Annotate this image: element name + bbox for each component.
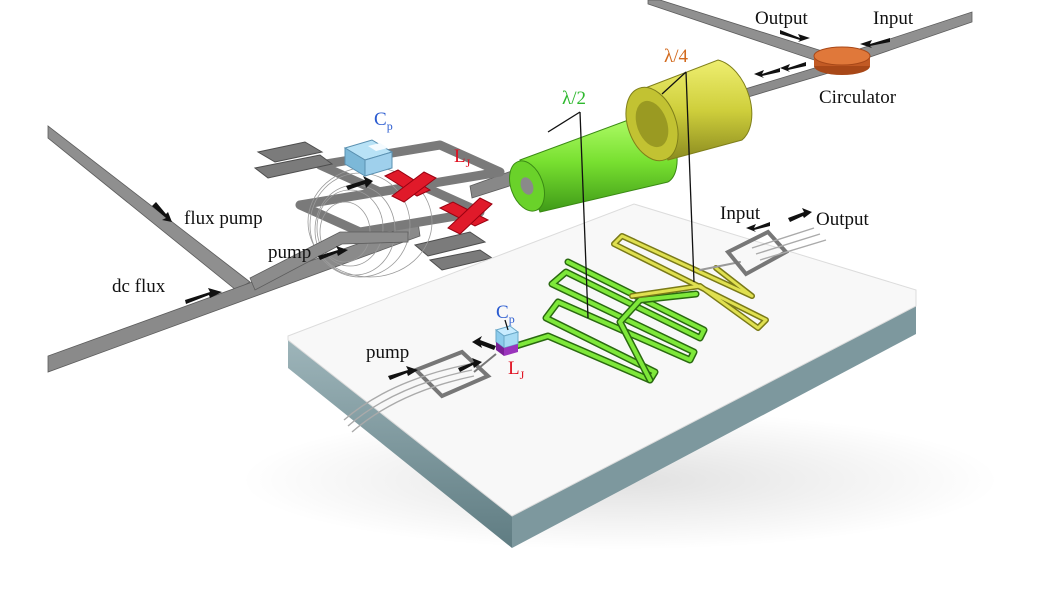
arrow-icon [152, 202, 172, 222]
arrow-icon [788, 208, 812, 222]
arrow-icon [472, 336, 496, 350]
pump-label-left: pump [268, 242, 311, 263]
josephson-junction-icon [383, 169, 493, 235]
lambda-quarter-cylinder [625, 59, 753, 162]
circulator-icon [813, 46, 871, 75]
cp-label-chip: Cp [496, 302, 515, 326]
arrow-icon [346, 176, 373, 190]
arrow-icon [318, 246, 348, 260]
arrow-icon [754, 68, 780, 78]
chip-lambda-half-resonator [512, 258, 708, 384]
arrow-icon [458, 358, 482, 372]
squid-assembly [249, 139, 505, 291]
pad-left-mid [253, 154, 334, 179]
cp-label: Cp [374, 109, 393, 133]
lj-label: LJ [454, 146, 471, 170]
chip-lambda-quarter-resonator [611, 233, 769, 331]
leader-lines [504, 71, 695, 331]
chip-side-right [512, 306, 916, 548]
chip-junction-block [494, 325, 520, 356]
output-input-line [647, 0, 973, 69]
output-label-top: Output [755, 8, 809, 29]
lj-label-chip: LJ [508, 358, 525, 382]
input-label-chip: Input [720, 203, 761, 224]
dc-flux-label: dc flux [112, 276, 166, 297]
lambda-half-label: λ/2 [562, 88, 586, 109]
pump-label-chip: pump [366, 342, 409, 363]
arrow-icon [746, 222, 770, 232]
circulator-label: Circulator [819, 87, 897, 108]
chip-io-pad [724, 227, 827, 277]
arrow-icon [780, 30, 810, 42]
transmission-lines [47, 0, 973, 373]
arrow-icon [780, 62, 806, 72]
arrow-icon [388, 366, 418, 380]
capacitor-icon [343, 139, 394, 177]
chip-side-front [288, 336, 512, 548]
arrow-icon [185, 288, 222, 304]
input-label-top: Input [873, 8, 914, 29]
pad-left-top [256, 141, 324, 163]
pump-feed-line [249, 231, 409, 291]
flux-pump-label: flux pump [184, 208, 263, 229]
output-label-chip: Output [816, 209, 870, 230]
lambda-quarter-label: λ/4 [664, 46, 688, 67]
arrow-icon [860, 38, 890, 48]
chip-pump-pad [343, 349, 497, 433]
pad-right-1 [413, 231, 487, 257]
